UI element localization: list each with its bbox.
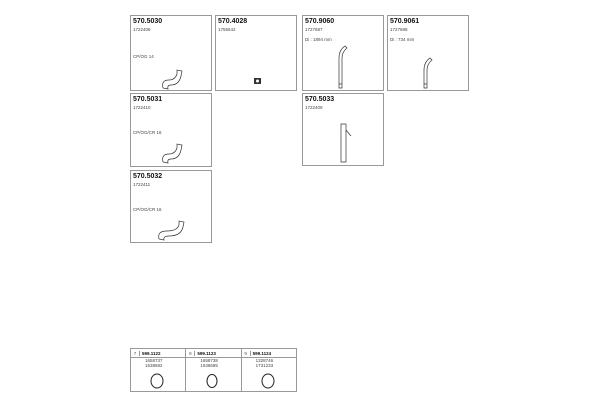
part-number: 570.5030 bbox=[133, 18, 163, 25]
clamp-ref: 1658737 bbox=[145, 358, 163, 363]
straight-pipe-icon bbox=[340, 123, 352, 163]
part-card-570-5031[interactable]: 570.5031 1722410 CP/OG/CR 16 bbox=[130, 93, 212, 167]
ring-clamp-icon bbox=[206, 374, 218, 388]
part-card-570-5033[interactable]: 570.5033 1722409 bbox=[302, 93, 384, 166]
clamp-index: 9 bbox=[242, 350, 251, 356]
part-ref: 1722409 bbox=[305, 105, 323, 110]
clamp-ref: 1658738 bbox=[200, 358, 218, 363]
clamp-index: 7 bbox=[131, 350, 140, 356]
part-card-570-5032[interactable]: 570.5032 1722411 CP/OG/CR 16 bbox=[130, 170, 212, 243]
part-card-570-9060[interactable]: 570.9060 1727687 Di : 1894 mm bbox=[302, 15, 384, 91]
bent-pipe-icon bbox=[162, 143, 183, 164]
clamp-number: 599.1122 bbox=[142, 350, 161, 356]
part-card-570-9061[interactable]: 570.9061 1727688 Di : 734 mm bbox=[387, 15, 469, 91]
clamp-number: 599.1124 bbox=[252, 350, 272, 356]
part-note: CP/OG/CR 16 bbox=[133, 207, 162, 212]
clamp-ref: 1538682 bbox=[145, 363, 163, 368]
part-number: 570.5032 bbox=[133, 173, 163, 180]
part-note: CP/OG 14 bbox=[133, 54, 154, 59]
clamp-ref: 1328746 bbox=[255, 358, 274, 363]
part-ref: 1727687 bbox=[305, 27, 323, 32]
part-ref: 1722410 bbox=[133, 105, 151, 110]
part-number: 570.5033 bbox=[305, 96, 335, 103]
part-ref: 1722411 bbox=[133, 182, 151, 187]
part-note: Di : 1894 mm bbox=[305, 37, 332, 42]
part-number: 570.5031 bbox=[133, 96, 163, 103]
part-card-570-5030[interactable]: 570.5030 1722408 CP/OG 14 bbox=[130, 15, 212, 91]
tail-pipe-icon bbox=[338, 45, 348, 89]
bent-pipe-icon bbox=[162, 69, 183, 90]
part-number: 570.9060 bbox=[305, 18, 335, 25]
ring-clamp-icon bbox=[261, 373, 275, 389]
part-note: Di : 734 mm bbox=[390, 37, 415, 42]
part-ref: 1755542 bbox=[218, 27, 236, 32]
part-number: 570.4028 bbox=[218, 18, 248, 25]
part-ref: 1727688 bbox=[390, 27, 408, 32]
clamp-ref: 1731233 bbox=[255, 363, 274, 368]
part-note: CP/OG/CR 16 bbox=[133, 130, 162, 135]
clamp-number: 599.1123 bbox=[197, 350, 216, 356]
tail-pipe-icon bbox=[423, 57, 433, 89]
clamp-index: 8 bbox=[186, 350, 196, 356]
clamp-ref: 1538685 bbox=[200, 363, 218, 368]
part-card-570-4028[interactable]: 570.4028 1755542 bbox=[215, 15, 297, 91]
part-number: 570.9061 bbox=[390, 18, 420, 25]
part-ref: 1722408 bbox=[133, 27, 151, 32]
ring-clamp-icon bbox=[150, 373, 164, 389]
bent-pipe-icon bbox=[158, 220, 185, 241]
clamp-icon bbox=[254, 78, 261, 84]
